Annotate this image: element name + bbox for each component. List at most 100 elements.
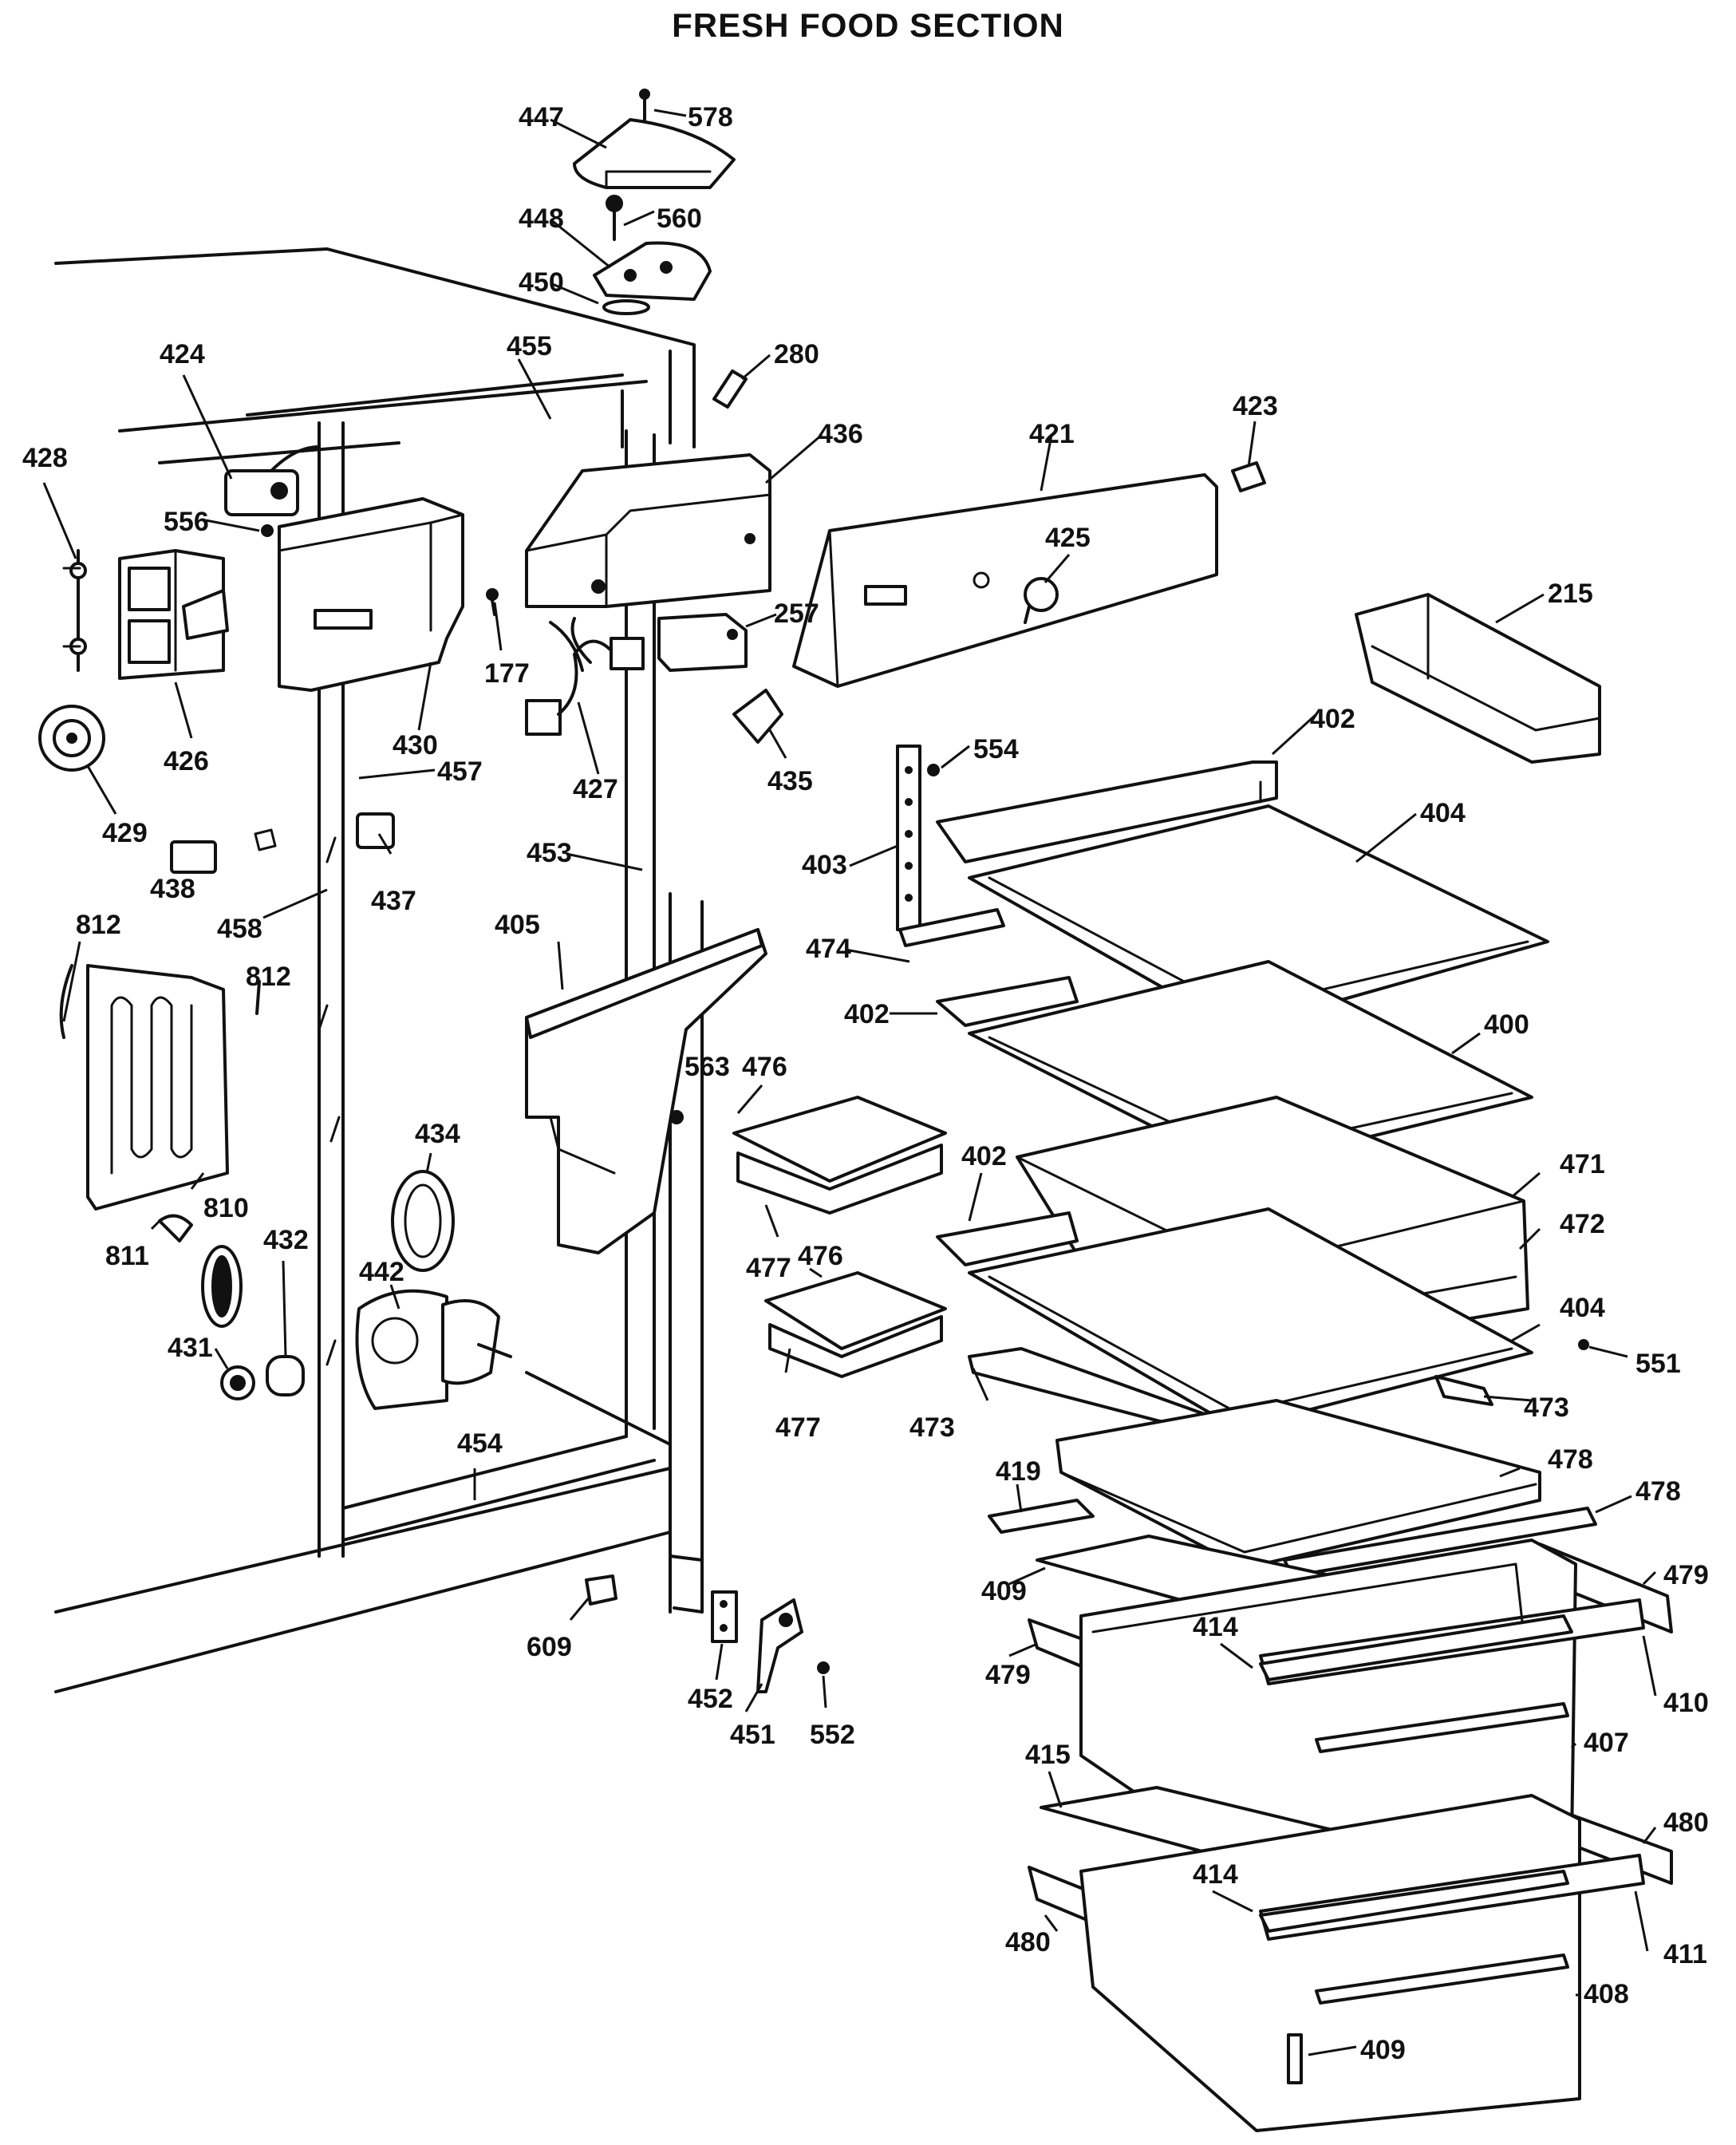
control-panel-421 bbox=[792, 473, 1218, 688]
cabinet-liner bbox=[54, 247, 704, 1693]
label-477b: 477 bbox=[775, 1412, 821, 1443]
light-lens-434 bbox=[391, 1170, 455, 1272]
bracket-428 bbox=[62, 549, 87, 672]
screw-556 bbox=[261, 524, 274, 537]
label-442: 442 bbox=[359, 1257, 404, 1287]
bracket-452 bbox=[711, 1590, 738, 1643]
label-609: 609 bbox=[527, 1632, 572, 1662]
label-563: 563 bbox=[685, 1052, 730, 1082]
screw-551 bbox=[1578, 1339, 1589, 1350]
label-402b: 402 bbox=[844, 999, 890, 1029]
label-452: 452 bbox=[688, 1684, 733, 1714]
label-403: 403 bbox=[802, 850, 847, 880]
block-609 bbox=[585, 1574, 617, 1606]
label-448: 448 bbox=[519, 203, 564, 234]
label-810: 810 bbox=[203, 1193, 249, 1223]
glass-414-upper bbox=[1259, 1614, 1573, 1681]
label-280: 280 bbox=[774, 339, 819, 369]
label-423: 423 bbox=[1233, 391, 1278, 421]
label-812a: 812 bbox=[76, 910, 121, 940]
pan-cover-478 bbox=[1055, 1399, 1597, 1578]
label-215: 215 bbox=[1548, 579, 1593, 609]
label-451: 451 bbox=[730, 1720, 775, 1750]
dial-429 bbox=[38, 705, 105, 772]
label-453: 453 bbox=[527, 838, 572, 868]
hinge-cover bbox=[573, 89, 736, 189]
label-552: 552 bbox=[810, 1720, 855, 1750]
shelf-400 bbox=[936, 960, 1533, 1171]
screw-177 bbox=[486, 588, 499, 616]
screw-563 bbox=[669, 1110, 684, 1124]
bushing-431 bbox=[220, 1365, 255, 1400]
label-427: 427 bbox=[573, 774, 618, 804]
label-474: 474 bbox=[806, 934, 851, 964]
label-400: 400 bbox=[1484, 1009, 1529, 1040]
label-405: 405 bbox=[495, 910, 540, 940]
label-421: 421 bbox=[1029, 419, 1075, 449]
label-430: 430 bbox=[393, 730, 438, 760]
label-556: 556 bbox=[164, 507, 209, 537]
label-480a: 480 bbox=[1663, 1807, 1709, 1838]
label-473a: 473 bbox=[1524, 1392, 1569, 1423]
light-lens-431 bbox=[201, 1245, 243, 1328]
label-551: 551 bbox=[1635, 1349, 1681, 1379]
label-432: 432 bbox=[263, 1225, 309, 1255]
label-425: 425 bbox=[1045, 523, 1091, 553]
label-410: 410 bbox=[1663, 1688, 1709, 1718]
trim-474 bbox=[898, 908, 1005, 947]
screw-552 bbox=[817, 1661, 830, 1674]
part-labels: 447 578 448 560 450 280 424 455 436 421 … bbox=[22, 102, 1709, 2065]
shelf-404-lower bbox=[936, 1207, 1533, 1430]
label-424: 424 bbox=[160, 339, 205, 369]
hinge-screw bbox=[606, 195, 623, 241]
label-477a: 477 bbox=[746, 1253, 791, 1283]
clip-811 bbox=[158, 1214, 193, 1242]
label-450: 450 bbox=[519, 267, 564, 298]
shelf-ladder-403 bbox=[896, 745, 921, 931]
label-409b: 409 bbox=[1360, 2035, 1406, 2065]
label-811: 811 bbox=[105, 1241, 149, 1271]
label-414b: 414 bbox=[1193, 1859, 1238, 1890]
label-404b: 404 bbox=[1560, 1293, 1605, 1323]
label-480b: 480 bbox=[1005, 1927, 1051, 1957]
heater-810 bbox=[59, 964, 261, 1211]
light-bulb-423 bbox=[1231, 461, 1266, 492]
label-415: 415 bbox=[1025, 1740, 1071, 1770]
crisper-pan-215 bbox=[1355, 593, 1601, 764]
label-554: 554 bbox=[973, 734, 1019, 764]
label-404a: 404 bbox=[1420, 798, 1466, 828]
bushing-432 bbox=[266, 1355, 305, 1396]
rail-419 bbox=[988, 1499, 1095, 1534]
dish-476-lower bbox=[764, 1271, 947, 1378]
label-479b: 479 bbox=[985, 1660, 1031, 1690]
control-housing-430 bbox=[278, 497, 464, 692]
hinge-451 bbox=[756, 1598, 803, 1693]
label-560: 560 bbox=[657, 203, 702, 234]
shelf-404-upper bbox=[936, 760, 1549, 1031]
label-431: 431 bbox=[168, 1333, 213, 1363]
cold-control-437 bbox=[356, 812, 395, 849]
label-457: 457 bbox=[437, 756, 483, 787]
fan-motor-442 bbox=[355, 1289, 512, 1410]
dish-476-upper bbox=[732, 1096, 947, 1215]
label-458: 458 bbox=[217, 914, 262, 944]
top-hinge bbox=[593, 241, 712, 315]
label-455: 455 bbox=[507, 331, 552, 361]
label-438: 438 bbox=[150, 874, 195, 904]
clip-435 bbox=[732, 689, 783, 744]
light-socket-438 bbox=[170, 828, 277, 874]
wiring-427 bbox=[525, 617, 645, 736]
screw-554 bbox=[927, 764, 940, 776]
light-switch-housing-426 bbox=[118, 549, 229, 680]
label-414a: 414 bbox=[1193, 1612, 1238, 1642]
label-478b: 478 bbox=[1635, 1476, 1681, 1507]
label-428: 428 bbox=[22, 443, 68, 473]
label-419: 419 bbox=[996, 1456, 1041, 1487]
label-473b: 473 bbox=[909, 1412, 955, 1443]
label-257: 257 bbox=[774, 598, 819, 629]
glass-414-lower bbox=[1259, 1870, 1569, 1933]
label-476a: 476 bbox=[742, 1052, 787, 1082]
label-447: 447 bbox=[519, 102, 564, 132]
label-437: 437 bbox=[371, 886, 416, 916]
label-402c: 402 bbox=[961, 1141, 1007, 1171]
